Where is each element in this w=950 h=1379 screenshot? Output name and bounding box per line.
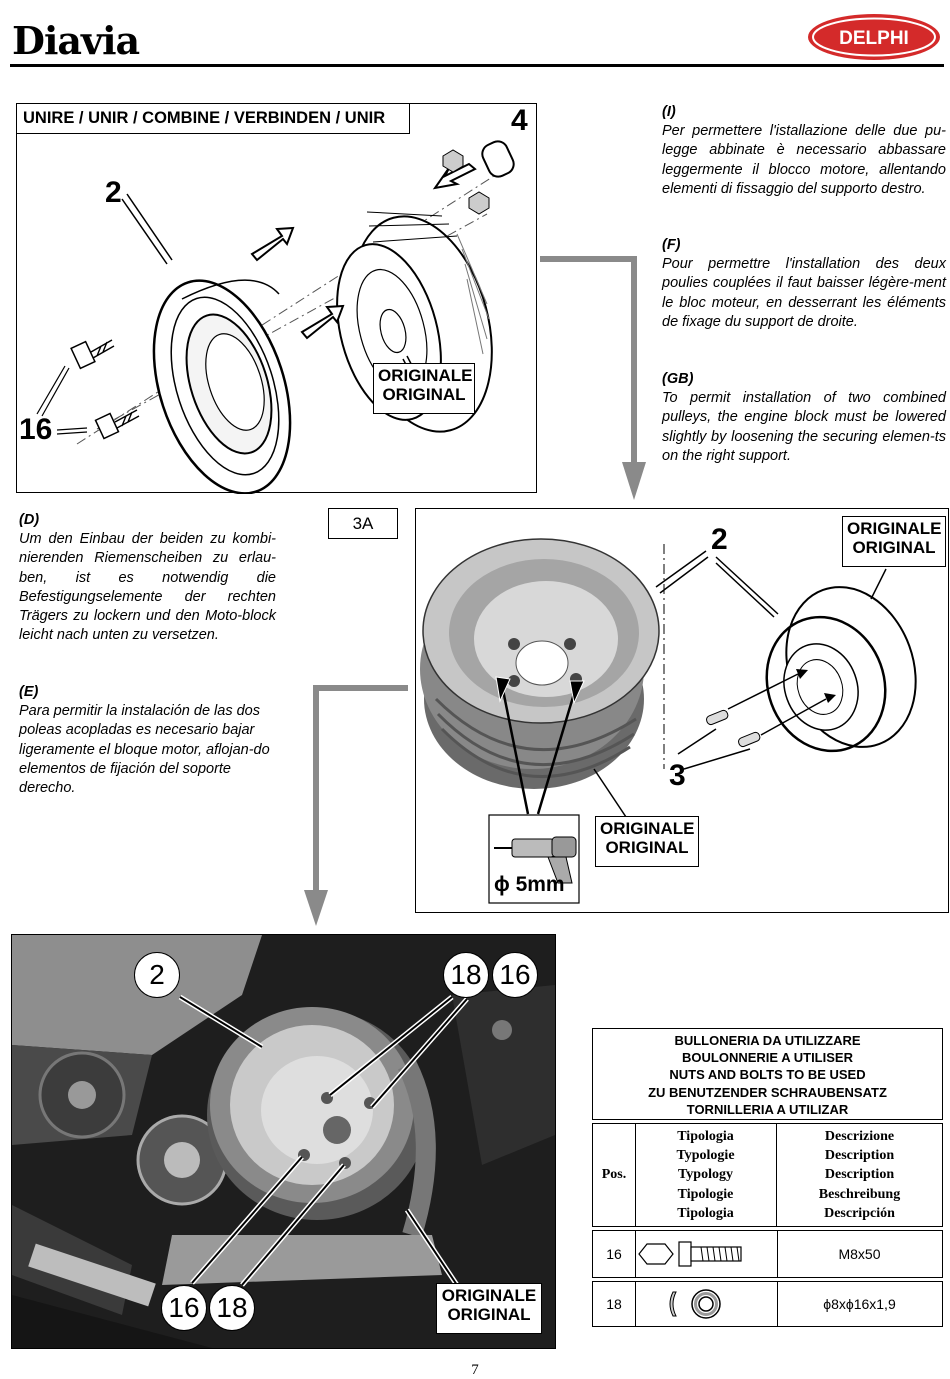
photo-callout-16: 16: [492, 952, 538, 998]
text-de-body: Um den Einbau der beiden zu kombi-nieren…: [19, 531, 276, 644]
callout-2: 2: [105, 176, 122, 209]
lang-es: (E): [19, 684, 39, 700]
callout-3: 3: [669, 759, 686, 792]
original-label-c-line1: ORIGINALE: [600, 819, 695, 838]
bolts-table: BULLONERIA DA UTILIZZARE BOULONNERIE A U…: [592, 1028, 943, 1327]
desc-gb: Description: [824, 1167, 895, 1183]
pulley-drill-drawing: [420, 538, 917, 904]
pulley-exploded-drawing: [36, 140, 515, 494]
desc-es: Descripción: [824, 1205, 895, 1221]
delphi-logo: DELPHI: [806, 12, 942, 67]
callout-16: 16: [19, 413, 53, 446]
desc-fr: Description: [824, 1148, 895, 1164]
type-fr: Typologie: [676, 1148, 735, 1164]
text-fr-body: Pour permettre l'installation des deux p…: [662, 256, 946, 330]
photo-callout-2: 2: [134, 952, 180, 998]
original-label-b-line1: ORIGINALE: [847, 519, 942, 538]
title-line-fr: BOULONNERIE A UTILISER: [682, 1050, 853, 1066]
lang-fr: (F): [662, 237, 681, 253]
row-pos: 18: [593, 1282, 636, 1326]
original-label-c: ORIGINALE ORIGINAL: [595, 816, 699, 867]
desc-de: Beschreibung: [818, 1186, 901, 1202]
original-label-c-line2: ORIGINAL: [605, 838, 689, 857]
bolts-table-title: BULLONERIA DA UTILIZZARE BOULONNERIE A U…: [592, 1028, 943, 1120]
callout-4: 4: [511, 104, 528, 137]
title-line-es: TORNILLERIA A UTILIZAR: [686, 1101, 849, 1117]
text-it-body: Per permettere l'istallazione delle due …: [662, 123, 946, 197]
original-label-d-line2: ORIGINAL: [447, 1305, 531, 1324]
original-label-b: ORIGINALE ORIGINAL: [842, 516, 946, 567]
type-gb: Typology: [678, 1167, 733, 1183]
drill-size: ϕ 5mm: [494, 873, 565, 896]
type-es: Tipologia: [677, 1205, 734, 1221]
title-line-de: ZU BENUTZENDER SCHRAUBENSATZ: [648, 1084, 887, 1100]
brand-logo: Diavia: [12, 18, 140, 63]
original-label-d: ORIGINALE ORIGINAL: [436, 1283, 542, 1334]
col-pos: Pos.: [593, 1124, 636, 1226]
original-label-b-line2: ORIGINAL: [852, 538, 936, 557]
page-number: 7: [471, 1362, 479, 1378]
engine-photo: 2 18 16 16 18 ORIGINALE ORIGINAL: [11, 934, 556, 1349]
text-italian: (I) Per permettere l'istallazione delle …: [662, 103, 946, 199]
washer-icon: [635, 1282, 778, 1326]
callout-2b: 2: [711, 523, 728, 556]
title-line-it: BULLONERIA DA UTILIZZARE: [674, 1033, 861, 1048]
lang-gb: (GB): [662, 371, 694, 387]
col-desc: Descrizione Description Description Besc…: [777, 1124, 942, 1226]
delphi-logo-text: DELPHI: [839, 28, 909, 49]
original-label: ORIGINALE ORIGINAL: [373, 363, 475, 414]
row-pos: 16: [593, 1231, 636, 1277]
header-rule: [10, 64, 944, 67]
bolt-icon: [635, 1231, 778, 1277]
lang-it: (I): [662, 104, 676, 120]
engine-photo-image: [12, 935, 555, 1348]
table-row: 16 M8x50: [592, 1230, 943, 1278]
pulley-exploded-panel: UNIRE / UNIR / COMBINE / VERBINDEN / UNI…: [16, 103, 537, 494]
text-english: (GB) To permit installation of two combi…: [662, 370, 946, 466]
original-label-line2: ORIGINAL: [382, 385, 466, 404]
desc-it: Descrizione: [824, 1129, 895, 1144]
step-tag: 3A: [328, 508, 398, 539]
type-de: Tipologie: [677, 1186, 734, 1202]
original-label-d-line1: ORIGINALE: [441, 1286, 537, 1305]
photo-callout-16b: 16: [161, 1285, 207, 1331]
row-desc: M8x50: [838, 1246, 881, 1262]
original-label-line1: ORIGINALE: [378, 366, 473, 385]
lang-de: (D): [19, 512, 40, 528]
row-desc: ϕ8xϕ16x1,9: [823, 1296, 896, 1312]
pulley-drill-panel: 2 3 ORIGINALE ORIGINAL ORIGINALE ORIGINA…: [415, 508, 949, 913]
text-gb-body: To permit installation of two combined p…: [662, 390, 946, 464]
photo-callout-18b: 18: [209, 1285, 255, 1331]
text-french: (F) Pour permettre l'installation des de…: [662, 236, 946, 332]
text-spanish: (E) Para permitir la instalación de las …: [19, 683, 277, 798]
col-type: Tipologia Typologie Typology Tipologie T…: [635, 1124, 777, 1226]
bolts-table-header: Pos. Tipologia Typologie Typology Tipolo…: [592, 1123, 943, 1227]
type-it: Tipologia: [677, 1129, 734, 1144]
photo-callout-18: 18: [443, 952, 489, 998]
text-es-body: Para permitir la instalación de las dos …: [19, 703, 270, 797]
table-row: 18 ϕ8xϕ16x1,9: [592, 1281, 943, 1327]
title-line-gb: NUTS AND BOLTS TO BE USED: [669, 1067, 866, 1083]
combine-title: UNIRE / UNIR / COMBINE / VERBINDEN / UNI…: [17, 104, 410, 134]
text-german: (D) Um den Einbau der beiden zu kombi-ni…: [19, 511, 276, 645]
